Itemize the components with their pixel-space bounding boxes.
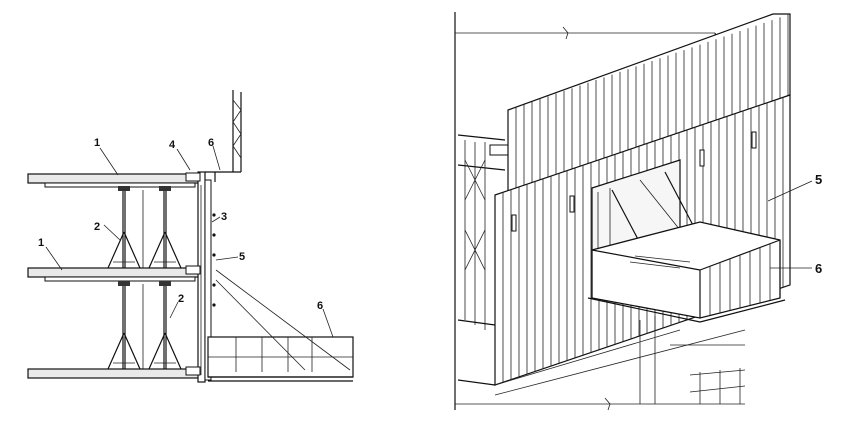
bottom-platform bbox=[207, 269, 354, 382]
label-4: 4 bbox=[169, 139, 176, 151]
label-1-top: 1 bbox=[94, 137, 100, 149]
label-2-top: 2 bbox=[94, 221, 100, 233]
label-3: 3 bbox=[221, 211, 227, 223]
floor-slab-top bbox=[27, 173, 205, 184]
label-1-middle: 1 bbox=[38, 237, 44, 249]
left-section-drawing: 1 1 2 2 3 4 5 6 6 bbox=[27, 90, 354, 383]
props-upper bbox=[107, 186, 182, 269]
right-perspective-drawing: 5 6 bbox=[454, 12, 822, 411]
lower-railing bbox=[494, 316, 746, 404]
label-6-right: 6 bbox=[815, 261, 822, 276]
hanging-platform bbox=[587, 221, 786, 323]
label-2-bottom: 2 bbox=[178, 293, 184, 305]
props-lower bbox=[107, 281, 182, 370]
label-6-top: 6 bbox=[208, 137, 214, 149]
floor-slab-bottom bbox=[27, 368, 205, 379]
label-5: 5 bbox=[239, 251, 245, 263]
formwork-column bbox=[185, 171, 216, 383]
scaffold-frame bbox=[457, 134, 513, 386]
top-bracket bbox=[205, 90, 242, 182]
label-5-right: 5 bbox=[815, 172, 822, 187]
label-6-bottom: 6 bbox=[317, 300, 323, 312]
floor-slab-middle bbox=[27, 267, 205, 278]
upper-panel bbox=[507, 13, 791, 196]
